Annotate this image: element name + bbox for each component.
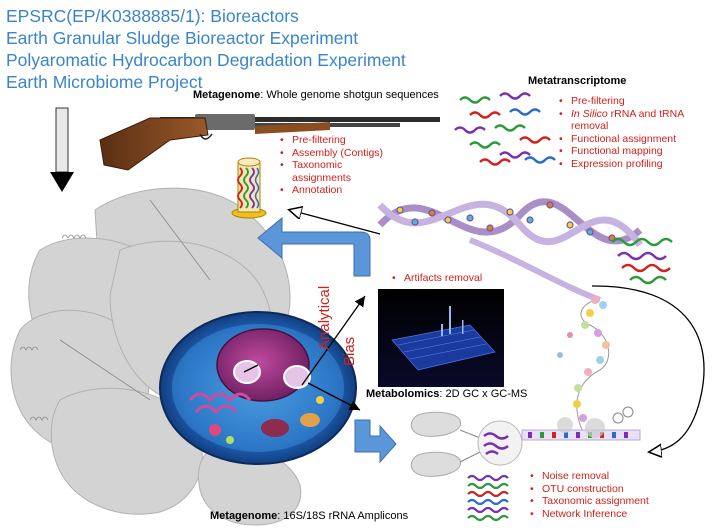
artifacts-step-list: Artifacts removal <box>390 272 482 285</box>
metatranscriptome-title: Metatranscriptome <box>528 75 626 87</box>
dna-helix-icon <box>377 198 643 303</box>
cell-icon <box>159 311 357 465</box>
mt-step-4: Functional mapping <box>557 145 711 158</box>
mt-step-1-text: Pre-filtering <box>571 95 625 107</box>
mt-step-3: Functional assignment <box>557 133 711 146</box>
shotgun-icon <box>99 114 440 171</box>
down-arrow <box>50 107 74 192</box>
bead-chain-icon <box>557 296 610 431</box>
wgs-step-list: Pre-filtering Assembly (Contigs) Taxonom… <box>278 134 383 197</box>
metagenome-amplicon-rest: : 16S/18S rRNA Amplicons <box>277 510 409 522</box>
metabolomics-label: Metabolomics: 2D GC x GC-MS <box>366 388 527 400</box>
metagenome-amplicon-label: Metagenome: 16S/18S rRNA Amplicons <box>210 510 408 522</box>
amp-step-1: Noise removal <box>528 470 649 483</box>
amplicon-strands-icon <box>467 474 509 522</box>
artifacts-step: Artifacts removal <box>390 272 482 285</box>
metagenome-wgs-bold: Metagenome <box>193 89 261 101</box>
metagenome-amplicon-bold: Metagenome <box>210 510 278 522</box>
amp-step-3: Taxonomic assignment <box>528 495 649 508</box>
metabolomics-bold: Metabolomics <box>366 388 440 400</box>
header-line-2: Earth Granular Sludge Bioreactor Experim… <box>6 28 359 48</box>
wgs-step-3: Taxonomic assignments <box>278 159 382 184</box>
mt-step-2-italic: In Silico <box>571 107 608 120</box>
header-line-4: Earth Microbiome Project <box>6 72 203 92</box>
metabolomics-rest: : 2D GC x GC-MS <box>439 388 528 400</box>
wgs-step-1: Pre-filtering <box>278 134 383 147</box>
header-line-3: Polyaromatic Hydrocarbon Degradation Exp… <box>6 50 406 70</box>
header-line-1: EPSRC(EP/K0388885/1): Bioreactors <box>6 6 299 26</box>
amplicon-workflow-icon <box>410 411 523 477</box>
gc-chromatogram-icon <box>378 289 504 387</box>
analytical-bias-line2: Bias <box>341 336 358 366</box>
wgs-step-2: Assembly (Contigs) <box>278 147 383 160</box>
rna-strands-icon <box>454 92 556 166</box>
amplicon-step-list: Noise removal OTU construction Taxonomic… <box>528 470 649 520</box>
metagenome-wgs-rest: : Whole genome shotgun sequences <box>260 89 439 101</box>
mt-step-4-text: Functional mapping <box>571 145 663 157</box>
mt-step-5-text: Expression profiling <box>571 157 663 170</box>
metatranscriptome-step-list: Pre-filtering In Silico rRNA and tRNA re… <box>557 95 711 170</box>
amp-step-2: OTU construction <box>528 483 649 496</box>
mt-step-1: Pre-filtering <box>557 95 711 108</box>
metatranscriptome-title-text: Metatranscriptome <box>528 75 627 87</box>
contigs-tube-icon <box>231 157 267 219</box>
sludge-granules-icon <box>10 187 302 526</box>
blue-arrow-down-right <box>354 419 397 464</box>
blue-arrow-left <box>257 216 371 277</box>
wgs-step-4: Annotation <box>278 184 383 197</box>
mt-step-2: In Silico rRNA and tRNA removal <box>557 108 711 133</box>
sequencing-strip-icon <box>521 406 641 441</box>
mt-step-5: Expression profiling <box>557 158 711 171</box>
amp-step-4: Network Inference <box>528 508 649 521</box>
metagenome-wgs-label: Metagenome: Whole genome shotgun sequenc… <box>193 89 439 101</box>
mt-step-2-text: rRNA and tRNA removal <box>571 107 684 133</box>
rna-strands-right-icon <box>611 237 673 285</box>
analytical-bias-line1: Analytical <box>316 285 333 350</box>
mt-step-3-text: Functional assignment <box>571 132 677 145</box>
